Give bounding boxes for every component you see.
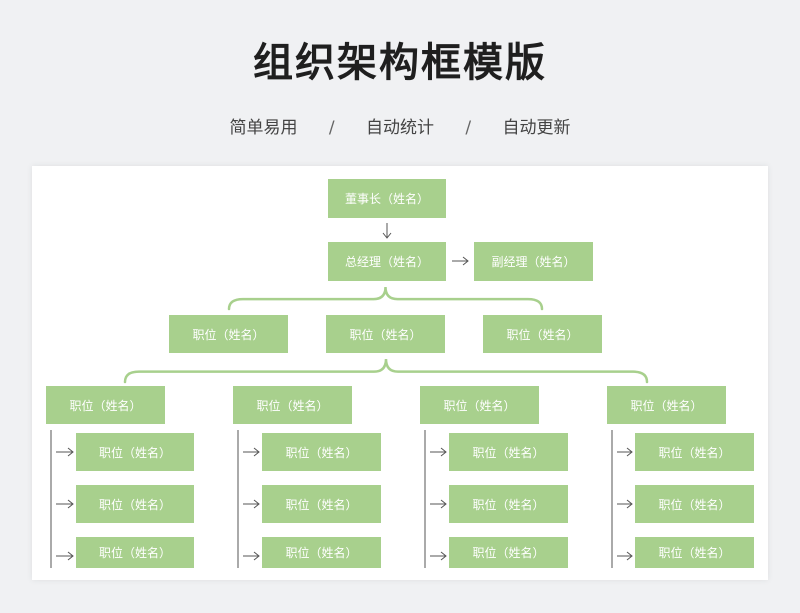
node-deputy-manager: 副经理（姓名） [474,242,593,281]
arrow-head [440,499,447,509]
node-department-head: 职位（姓名） [233,386,352,424]
subtitle-bar: 简单易用 / 自动统计 / 自动更新 [0,113,800,138]
node-department-member: 职位（姓名） [635,433,754,471]
brace-level3 [227,286,544,311]
node-department-member: 职位（姓名） [262,485,381,523]
node-department-member: 职位（姓名） [76,485,194,523]
arrow-head [253,447,260,457]
subtitle-separator: / [328,118,335,138]
arrow-head [462,256,469,266]
org-chart-canvas: 董事长（姓名） 总经理（姓名） 副经理（姓名） 职位（姓名） 职位（姓名） 职位… [32,166,768,580]
node-department-head: 职位（姓名） [46,386,165,424]
arrow-head [626,499,633,509]
arrow-head [382,232,392,239]
page-title: 组织架构框模版 [253,40,547,86]
node-department-member: 职位（姓名） [635,537,754,568]
arrow-head [626,447,633,457]
node-level3-position: 职位（姓名） [326,315,445,353]
node-department-member: 职位（姓名） [449,433,568,471]
arrow-head [440,551,447,561]
subtitle-separator: / [465,118,472,138]
arrow-head [440,447,447,457]
subtitle-item-easy: 简单易用 [229,118,298,138]
node-department-member: 职位（姓名） [262,433,381,471]
node-level3-position: 职位（姓名） [483,315,602,353]
arrow-head [67,551,74,561]
node-department-member: 职位（姓名） [449,537,568,568]
arrow-head [67,499,74,509]
node-department-member: 职位（姓名） [76,433,194,471]
node-department-member: 职位（姓名） [76,537,194,568]
node-level3-position: 职位（姓名） [169,315,288,353]
brace-departments [123,358,649,384]
node-general-manager: 总经理（姓名） [328,242,446,281]
node-department-member: 职位（姓名） [449,485,568,523]
arrow-head [253,499,260,509]
node-department-member: 职位（姓名） [635,485,754,523]
connector-lines [50,223,649,568]
arrow-head [253,551,260,561]
subtitle-item-auto-count: 自动统计 [366,118,434,138]
subtitle-item-auto-update: 自动更新 [502,118,571,138]
arrow-head [67,447,74,457]
node-chairman: 董事长（姓名） [328,179,446,218]
node-department-member: 职位（姓名） [262,537,381,568]
node-department-head: 职位（姓名） [420,386,539,424]
node-department-head: 职位（姓名） [607,386,726,424]
arrow-head [626,551,633,561]
